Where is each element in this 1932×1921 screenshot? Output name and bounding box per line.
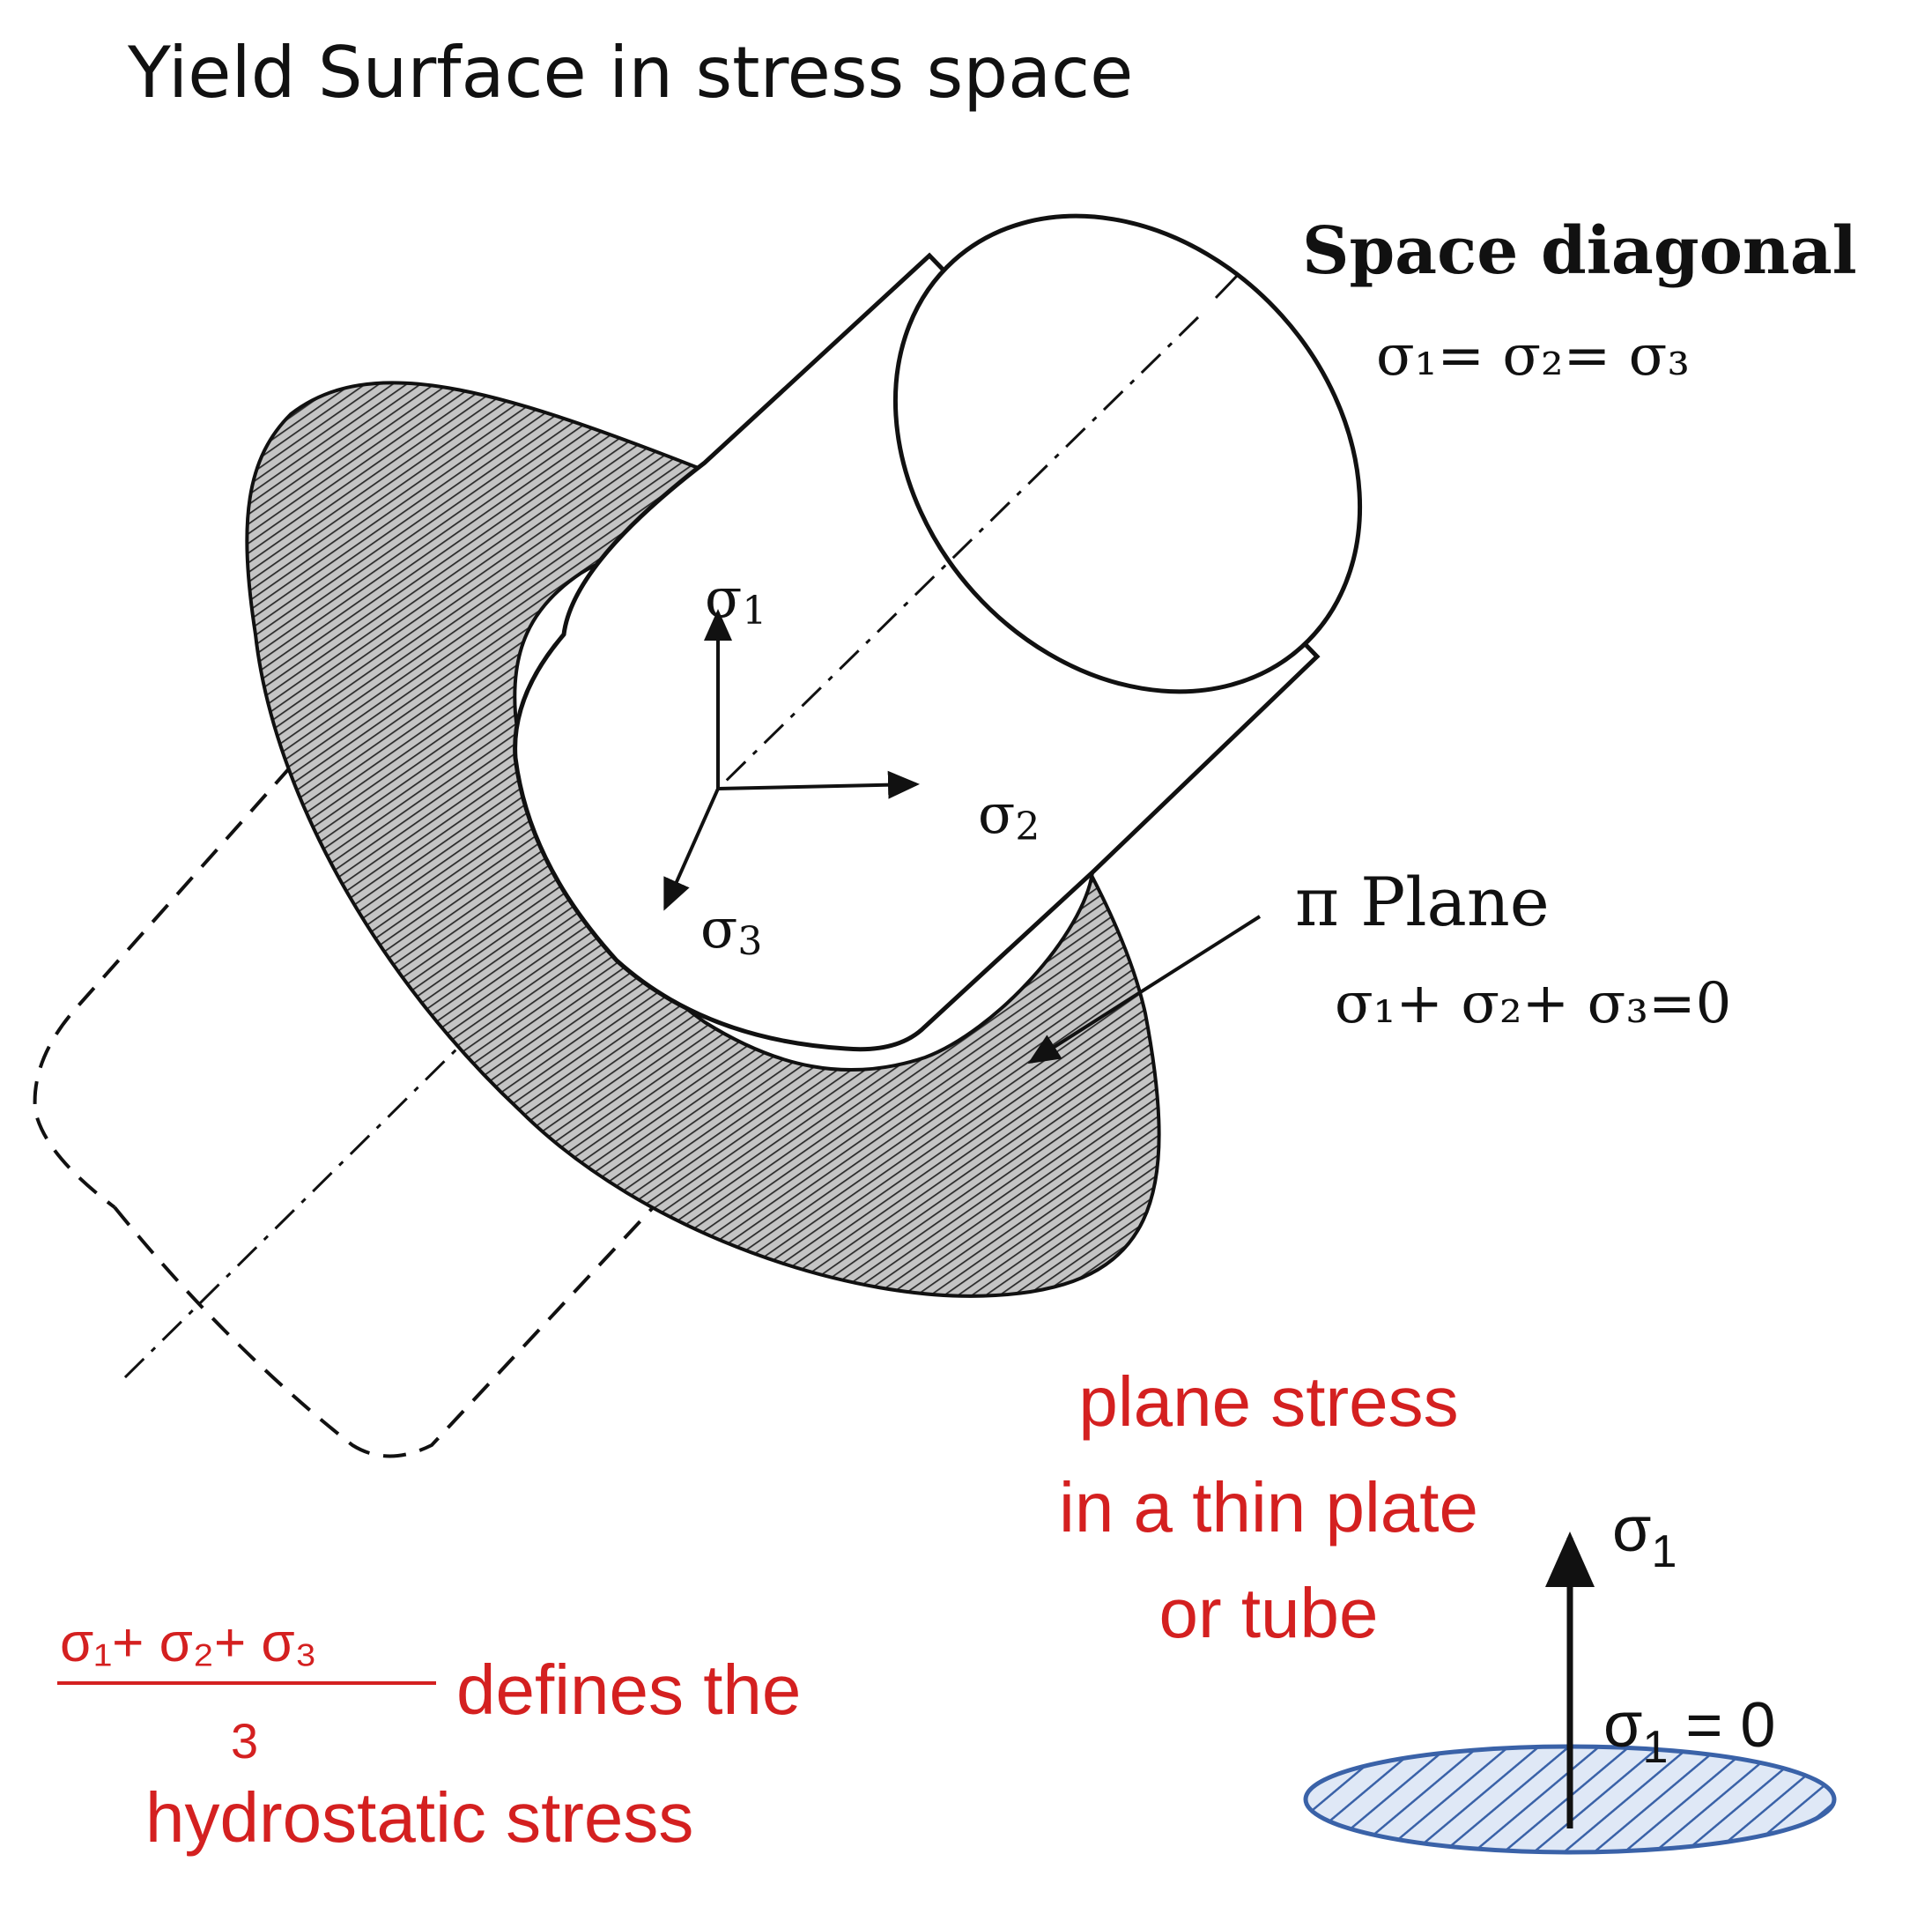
hidden-cylinder bbox=[33, 765, 733, 1458]
page-title: Yield Surface in stress space bbox=[127, 32, 1133, 114]
hydrostatic-denominator: 3 bbox=[231, 1713, 258, 1769]
hydrostatic-suffix: defines the bbox=[456, 1650, 801, 1729]
sigma2-axis-label: σ2 bbox=[978, 782, 1040, 849]
pi-plane-equation: σ₁+ σ₂+ σ₃=0 bbox=[1335, 971, 1731, 1036]
hydrostatic-line2: hydrostatic stress bbox=[145, 1778, 693, 1857]
space-diagonal-tick bbox=[1214, 273, 1240, 300]
pi-plane-label: π Plane bbox=[1295, 863, 1550, 941]
sigma2-axis-arrow bbox=[717, 770, 920, 799]
plane-stress-line3: or tube bbox=[1158, 1574, 1378, 1652]
plate-sigma1-zero-label: σ1 = 0 bbox=[1603, 1690, 1775, 1773]
plane-stress-line1: plane stress bbox=[1078, 1362, 1458, 1441]
pi-plane-pointer-arrow bbox=[1027, 915, 1262, 1064]
hydrostatic-numerator: σ₁+ σ₂+ σ₃ bbox=[60, 1613, 317, 1673]
sigma1-axis-label: σ1 bbox=[705, 566, 766, 634]
plate-sigma1-label: σ1 bbox=[1612, 1495, 1677, 1577]
sigma3-axis-arrow bbox=[663, 788, 720, 911]
space-diagonal-label: Space diagonal bbox=[1302, 213, 1857, 289]
space-diagonal-inner bbox=[716, 315, 1200, 790]
principal-axes bbox=[663, 609, 920, 911]
sigma3-axis-label: σ3 bbox=[700, 896, 762, 964]
cylinder-top-ellipse bbox=[892, 213, 1363, 694]
space-diagonal-equation: σ₁= σ₂= σ₃ bbox=[1376, 323, 1690, 389]
plane-stress-line2: in a thin plate bbox=[1059, 1468, 1478, 1546]
